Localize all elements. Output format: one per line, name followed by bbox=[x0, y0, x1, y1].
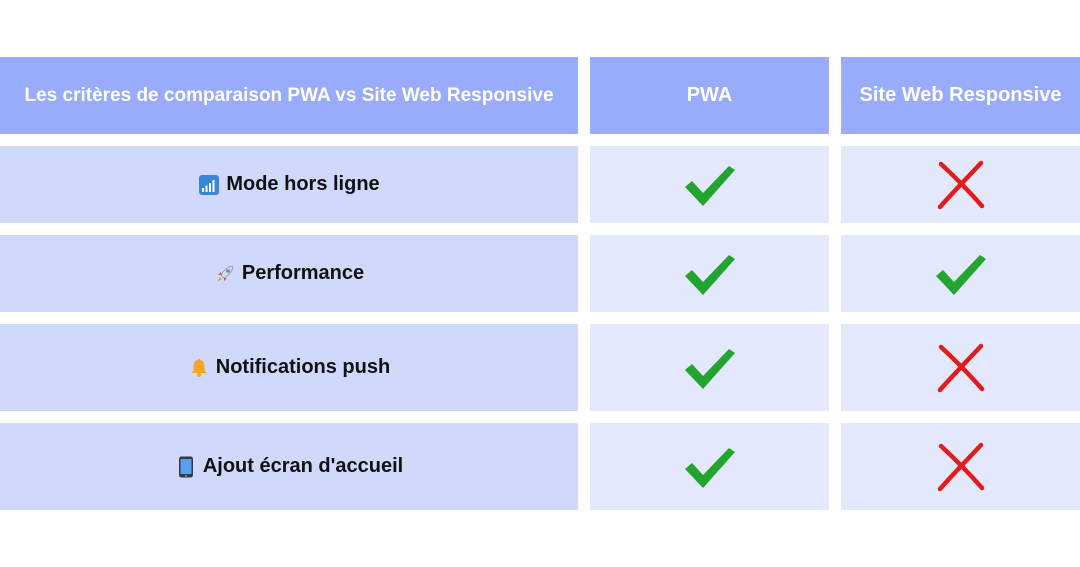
bell-icon bbox=[188, 357, 210, 379]
cross-icon bbox=[936, 160, 986, 210]
check-icon bbox=[933, 251, 989, 297]
header-pwa-cell: PWA bbox=[590, 57, 829, 134]
table-row-criteria-cell: Mode hors ligne bbox=[0, 146, 578, 223]
check-icon bbox=[682, 444, 738, 490]
header-criteria-cell: Les critères de comparaison PWA vs Site … bbox=[0, 57, 578, 134]
mobile-phone-icon bbox=[175, 456, 197, 478]
responsive-value-cell bbox=[841, 146, 1080, 223]
check-icon bbox=[682, 162, 738, 208]
pwa-value-cell bbox=[590, 146, 829, 223]
pwa-value-cell bbox=[590, 235, 829, 312]
responsive-value-cell bbox=[841, 235, 1080, 312]
responsive-value-cell bbox=[841, 423, 1080, 510]
cross-icon bbox=[936, 442, 986, 492]
responsive-value-cell bbox=[841, 324, 1080, 411]
check-icon bbox=[682, 345, 738, 391]
signal-bars-icon bbox=[198, 174, 220, 196]
check-icon bbox=[682, 251, 738, 297]
criteria-label: Notifications push bbox=[215, 356, 391, 378]
criteria-label: Mode hors ligne bbox=[226, 173, 380, 195]
table-row-criteria-cell: Performance bbox=[0, 235, 578, 312]
table-row-criteria-cell: Notifications push bbox=[0, 324, 578, 411]
header-responsive-cell: Site Web Responsive bbox=[841, 57, 1080, 134]
header-pwa-label: PWA bbox=[686, 84, 733, 106]
criteria-label: Performance bbox=[241, 262, 365, 284]
table-row-criteria-cell: Ajout écran d'accueil bbox=[0, 423, 578, 510]
header-responsive-label: Site Web Responsive bbox=[859, 84, 1062, 106]
rocket-icon bbox=[214, 263, 236, 285]
pwa-value-cell bbox=[590, 324, 829, 411]
pwa-value-cell bbox=[590, 423, 829, 510]
criteria-label: Ajout écran d'accueil bbox=[202, 455, 404, 477]
header-criteria-label: Les critères de comparaison PWA vs Site … bbox=[24, 84, 554, 106]
cross-icon bbox=[936, 343, 986, 393]
